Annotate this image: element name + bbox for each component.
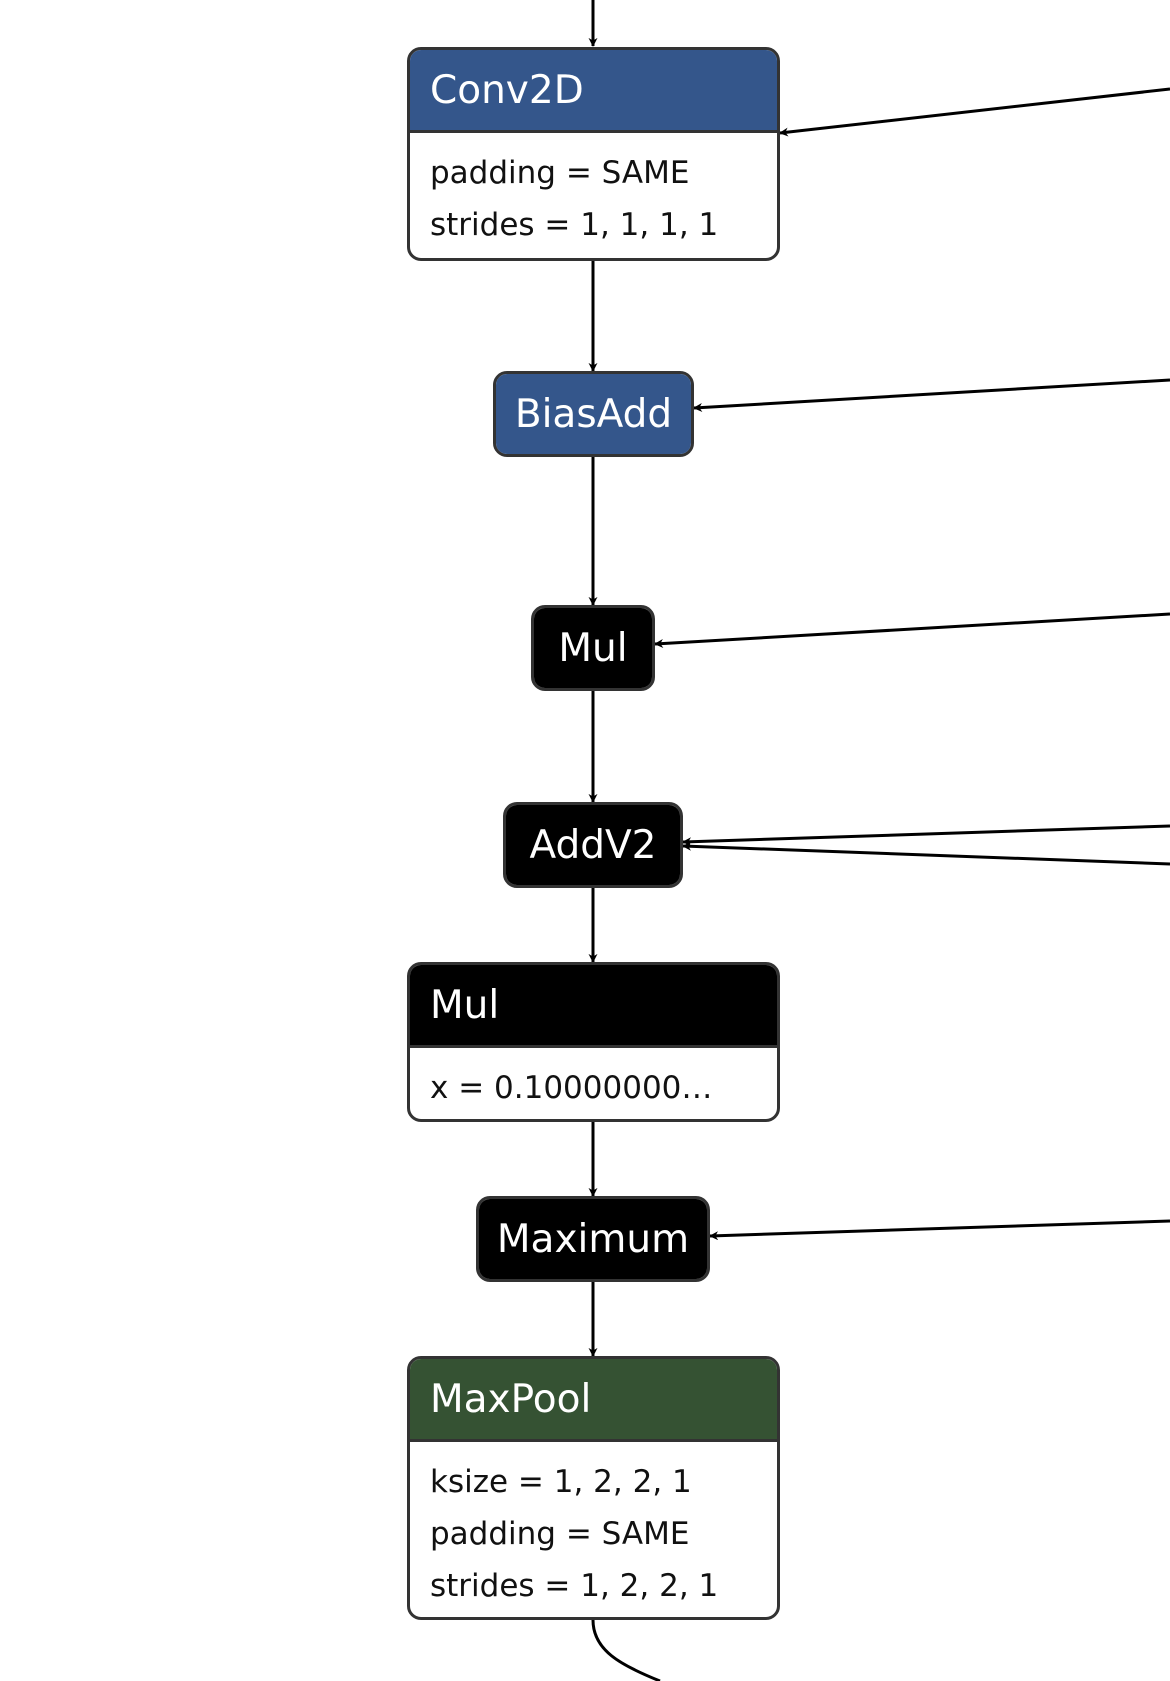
node-conv2d-header: Conv2D: [410, 50, 777, 133]
edge-side-to-addv2-a: [682, 824, 1170, 847]
node-maxpool-title: MaxPool: [430, 1376, 592, 1422]
node-maxpool-header: MaxPool: [410, 1359, 777, 1442]
node-maximum-title: Maximum: [496, 1216, 690, 1262]
node-addv2-header: AddV2: [506, 805, 680, 885]
node-conv2d-attr-padding: padding = SAME: [430, 155, 690, 191]
node-maxpool-attr-padding: padding = SAME: [430, 1516, 690, 1552]
node-maximum-header: Maximum: [479, 1199, 707, 1279]
edge-maxpool-out: [591, 1619, 661, 1681]
edge-side-to-biasadd: [693, 378, 1170, 413]
edge-side-to-conv2d: [779, 87, 1170, 137]
node-maxpool-attrs: ksize = 1, 2, 2, 1 padding = SAME stride…: [410, 1442, 777, 1612]
node-maxpool[interactable]: MaxPool ksize = 1, 2, 2, 1 padding = SAM…: [407, 1356, 780, 1620]
node-biasadd-title: BiasAdd: [514, 391, 673, 437]
node-mul2-title: Mul: [430, 982, 500, 1028]
node-mul2-attrs: x = 0.10000000…: [410, 1048, 777, 1114]
node-mul2-header: Mul: [410, 965, 777, 1048]
node-conv2d-title: Conv2D: [430, 67, 584, 113]
edge-side-to-addv2-b: [682, 841, 1170, 866]
node-mul2[interactable]: Mul x = 0.10000000…: [407, 962, 780, 1122]
node-maximum[interactable]: Maximum: [476, 1196, 710, 1282]
node-maxpool-attr-strides: strides = 1, 2, 2, 1: [430, 1568, 719, 1604]
node-conv2d-attr-strides: strides = 1, 1, 1, 1: [430, 207, 719, 243]
node-maxpool-attr-ksize: ksize = 1, 2, 2, 1: [430, 1464, 692, 1500]
node-addv2-title: AddV2: [529, 822, 657, 868]
node-conv2d[interactable]: Conv2D padding = SAME strides = 1, 1, 1,…: [407, 47, 780, 261]
node-mul-header: Mul: [534, 608, 652, 688]
node-mul[interactable]: Mul: [531, 605, 655, 691]
node-addv2[interactable]: AddV2: [503, 802, 683, 888]
node-biasadd[interactable]: BiasAdd: [493, 371, 694, 457]
edge-side-to-maximum: [709, 1219, 1170, 1241]
node-conv2d-attrs: padding = SAME strides = 1, 1, 1, 1: [410, 133, 777, 251]
node-biasadd-header: BiasAdd: [496, 374, 691, 454]
node-mul-title: Mul: [558, 625, 628, 671]
node-mul2-attr-x: x = 0.10000000…: [430, 1070, 713, 1106]
edge-side-to-mul: [654, 612, 1170, 649]
